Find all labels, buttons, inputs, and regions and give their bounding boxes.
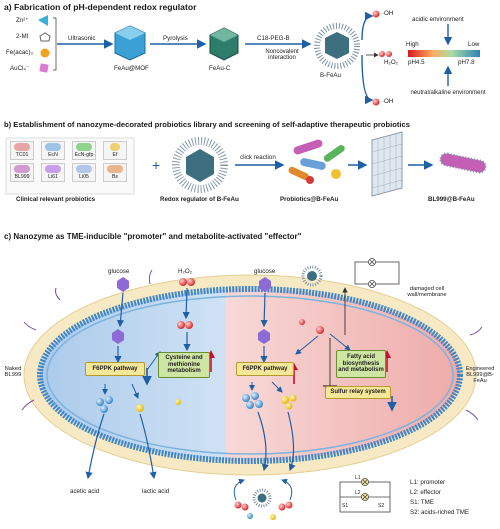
probiotic-ef: Ef [103,141,127,160]
aucl4-icon [39,63,49,73]
probiotic-bl999: BL999 [10,163,34,182]
noncovalent-label: Noncovalent interaction [265,49,299,61]
cysteine-box: Cysteine and methionine metabolism [158,352,210,378]
oh-bottom: ·OH [382,98,394,105]
b-feau-particle [314,23,360,69]
legend-l2: L2: effector [410,489,441,496]
fatty-acid-box: Fatty acid biosynthesis and metabolism [336,350,386,378]
imidazole-icon [39,32,51,42]
redox-regulator-particle [172,137,228,193]
legend-s2: S2: acids-riched TME [410,509,470,516]
product-feau-mof: FeAu@MOF [114,65,149,72]
glucose-label-left: glucose [108,268,130,275]
high-label: High [406,41,419,48]
circuit-l2: L2 [355,490,361,496]
probiotic-bs: Bs [103,163,127,182]
circuit-s1: S1 [342,503,349,509]
probiotic-li05: Li05 [72,163,96,182]
section-b-title: b) Establishment of nanozyme-decorated p… [4,120,410,129]
legend-s1: S1: TME [410,499,434,506]
circuit-top [354,258,400,288]
precursor-fe-acac: Fe(acac)₃ [6,49,33,56]
product-feau-c: FeAu-C [209,65,231,72]
low-label: Low [468,41,480,48]
precursor-aucl4: AuCl₄⁻ [10,65,30,72]
circuit-s2: S2 [378,503,385,509]
ph-gradient-bar [408,50,480,57]
circuit-legend [339,478,391,513]
circuit-l1: L1 [355,475,361,481]
glucose-right-icon [259,277,271,292]
glucose-left-icon [117,277,129,292]
metabolites-right [242,392,297,410]
engineered-bl999-label: Engineered BL999@B-FeAu [465,366,495,384]
bl999-b-feau-rod [439,152,487,174]
svg-text:+: + [152,157,160,173]
probiotics-b-feau-cluster [288,139,345,184]
probiotic-li61: Li61 [41,163,65,182]
bottom-exit-particles [234,488,293,520]
feau-c-crystal [209,27,239,61]
screening-plate [371,131,403,197]
neutral-env-label: neutral/alkaline environment [410,90,486,96]
h2o2-label-c: H₂O₂ [178,268,193,275]
f6ppk-box-left: F6PPK pathway [85,362,145,376]
cell-membrane [37,286,463,464]
nanozyme-on-wall [301,265,323,287]
naked-bl999-label: Naked BL999 [4,366,22,378]
ph45-label: pH4.5 [408,59,425,66]
fe-acac-icon [40,48,50,58]
section-c-title: c) Nanozyme as TME-inducible "promoter" … [4,232,302,241]
glucose-label-right: glucose [254,268,276,275]
damaged-wall-label: damaged cell wall/membrane [407,286,447,298]
precursor-zn: Zn²⁺ [16,17,29,24]
reagent-c18-peg-b: C18-PEG-B [257,35,290,42]
ph78-label: pH7.8 [458,59,475,66]
pili [21,269,483,421]
feau-mof-crystal [114,25,146,61]
product-b-feau: B-FeAu [320,72,341,79]
step-pyrolysis: Pyrolysis [163,35,188,42]
legend-l1: L1: promoter [410,479,446,486]
clinical-probiotics-label: Clinical relevant probiotics [16,196,96,203]
click-reaction-label: click reaction [240,154,276,161]
probiotic-ecn: EcN [41,141,65,160]
section-a-title: a) Fabrication of pH-dependent redox reg… [4,2,197,12]
zn-triangle-icon [38,15,48,26]
sulfur-relay-box: Sulfur relay system [325,386,391,399]
f6ppk-box-right: F6PPK pathway [236,362,294,376]
redox-regulator-label: Redox regulator of B-FeAu [160,196,239,203]
metabolites-left [96,396,181,413]
acidic-env-label: acidic environment [412,16,464,23]
probiotics-b-feau-label: Probiotics@B-FeAu [280,196,339,203]
precursor-2mi: 2-MI [16,33,29,40]
oh-top: ·OH [382,10,394,17]
h2o2-label-a: H₂O₂ [384,59,399,66]
probiotic-ecn-gfp: EcN-gfp [72,141,96,160]
lactic-acid-label: lactic acid [142,488,170,495]
step-ultrasonic: Ultrasonic [68,35,96,42]
bl999-b-feau-label: BL999@B-FeAu [428,196,475,203]
probiotic-tc01: TC01 [10,141,34,160]
h2o2-molecule [177,278,195,329]
acetic-acid-label: acetic acid [70,488,100,495]
